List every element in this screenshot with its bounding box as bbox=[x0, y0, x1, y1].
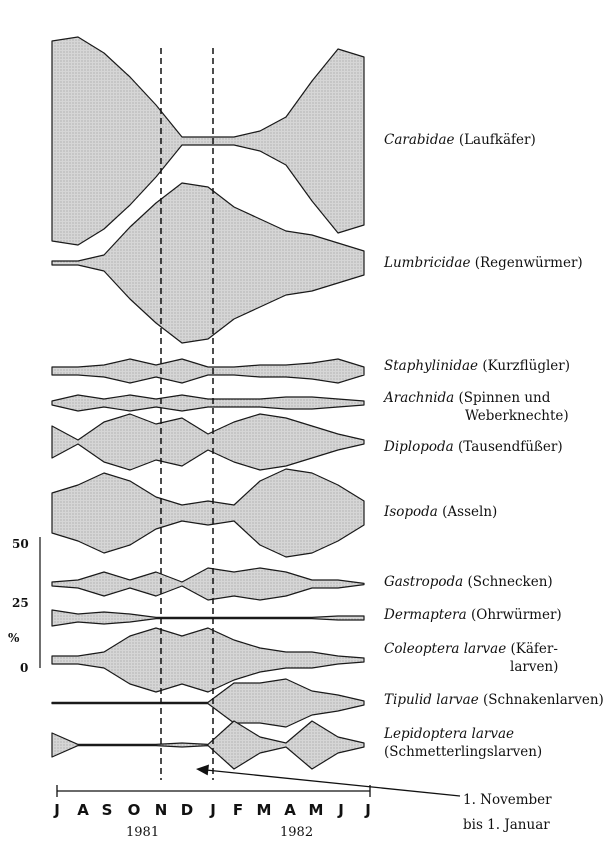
month-label-12: J bbox=[364, 801, 371, 819]
band-coleoptera-larvae bbox=[51, 627, 365, 693]
annotation-arrowhead bbox=[196, 764, 209, 776]
month-label-10: M bbox=[309, 801, 324, 819]
month-label-5: D bbox=[181, 801, 193, 819]
label-arachnida-line2: Weberknechte) bbox=[465, 408, 569, 424]
scale-unit: % bbox=[8, 631, 20, 645]
month-label-11: J bbox=[337, 801, 344, 819]
label-gastropoda: Gastropoda (Schnecken) bbox=[384, 574, 553, 590]
band-tipulid-larvae bbox=[51, 678, 365, 728]
annotation-arrow-line bbox=[205, 769, 461, 797]
year-label-1981: 1981 bbox=[126, 825, 159, 840]
label-lepidoptera-larvae: Lepidoptera larvae bbox=[383, 726, 514, 742]
time-axis bbox=[56, 785, 371, 797]
band-gastropoda bbox=[51, 567, 365, 601]
label-staphylinidae: Staphylinidae (Kurzflügler) bbox=[384, 358, 570, 374]
month-label-6: J bbox=[209, 801, 216, 819]
label-lepidoptera-larvae-line2: (Schmetterlingslarven) bbox=[384, 744, 542, 760]
label-carabidae: Carabidae (Laufkäfer) bbox=[384, 132, 536, 148]
label-lumbricidae: Lumbricidae (Regenwürmer) bbox=[383, 255, 583, 271]
month-label-1: A bbox=[77, 801, 89, 819]
month-label-9: A bbox=[284, 801, 296, 819]
band-dermaptera bbox=[51, 609, 365, 627]
month-label-4: N bbox=[155, 801, 168, 819]
label-diplopoda: Diplopoda (Tausendfüßer) bbox=[383, 439, 563, 455]
month-label-2: S bbox=[102, 801, 113, 819]
annotation-line1: 1. November bbox=[463, 792, 552, 808]
label-arachnida: Arachnida (Spinnen und bbox=[382, 390, 551, 406]
label-tipulid-larvae: Tipulid larvae (Schnakenlarven) bbox=[384, 692, 604, 708]
band-staphylinidae bbox=[51, 358, 365, 384]
year-label-1982: 1982 bbox=[280, 825, 313, 840]
month-label-0: J bbox=[53, 801, 60, 819]
scale-tick-25: 25 bbox=[12, 596, 29, 610]
band-diplopoda bbox=[51, 413, 365, 471]
label-dermaptera: Dermaptera (Ohrwürmer) bbox=[383, 607, 562, 623]
label-isopoda: Isopoda (Asseln) bbox=[383, 504, 497, 520]
label-coleoptera-larvae-line2: larven) bbox=[510, 659, 558, 675]
series-bands bbox=[51, 36, 365, 770]
label-coleoptera-larvae: Coleoptera larvae (Käfer- bbox=[384, 641, 558, 657]
band-arachnida bbox=[51, 394, 365, 412]
band-lumbricidae bbox=[51, 182, 365, 344]
month-label-8: M bbox=[257, 801, 272, 819]
annotation-line2: bis 1. Januar bbox=[463, 817, 550, 833]
scale-tick-50: 50 bbox=[12, 537, 29, 551]
band-lepidoptera-larvae bbox=[51, 720, 365, 770]
month-label-3: O bbox=[128, 801, 141, 819]
scale-tick-0: 0 bbox=[20, 661, 28, 675]
band-carabidae bbox=[51, 36, 365, 246]
month-label-7: F bbox=[233, 801, 243, 819]
band-isopoda bbox=[51, 468, 365, 558]
